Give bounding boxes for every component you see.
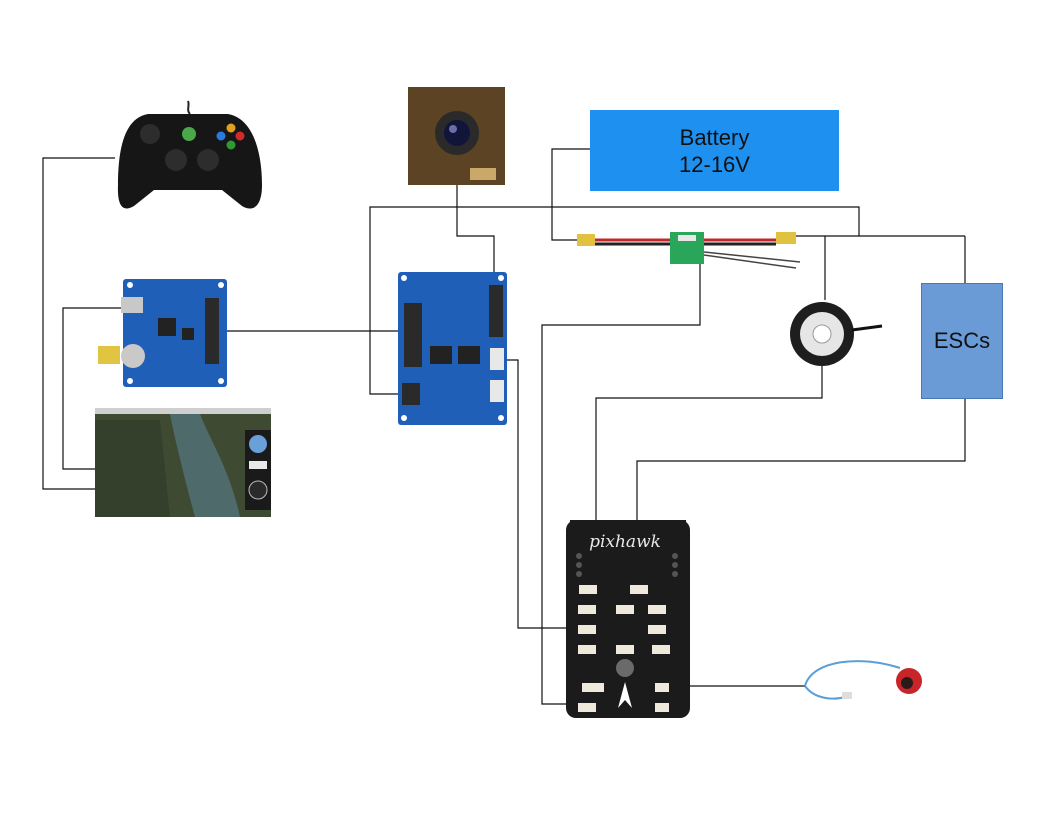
esc-box: ESCs (921, 283, 1003, 399)
wire-controller-to-map (42, 157, 115, 490)
battery-box: Battery 12-16V (590, 110, 839, 191)
pixhawk-logo: pixhawk (589, 532, 661, 552)
wire-battery-to-power (551, 148, 590, 241)
wire-camera-to-fathom (456, 185, 495, 283)
wire-fathom-to-pixhawk (506, 359, 570, 629)
esc-label: ESCs (933, 328, 991, 353)
battery-voltage: 12-16V (679, 151, 750, 177)
wire-esc-to-pixhawk (636, 399, 966, 520)
battery-label: Battery (679, 124, 750, 150)
wire-light-to-pixhawk (595, 365, 823, 520)
wire-usb-to-map (62, 307, 123, 470)
wire-fathom-loop (369, 206, 860, 395)
wire-power-to-pixhawk (541, 262, 701, 705)
